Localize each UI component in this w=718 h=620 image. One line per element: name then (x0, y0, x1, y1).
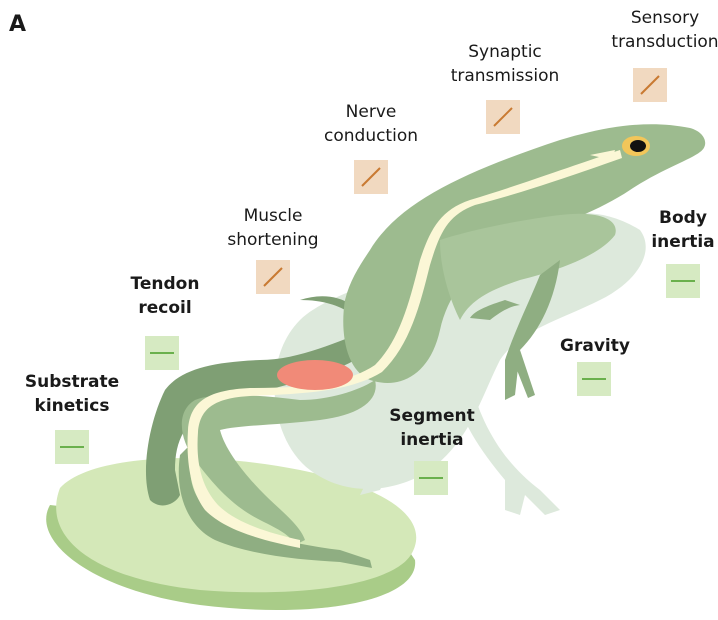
label-line: Muscle (227, 204, 318, 228)
label-segment-inertia: Segment inertia (389, 404, 474, 452)
label-line: kinetics (25, 394, 119, 418)
panel-letter: A (9, 12, 26, 37)
label-tendon-recoil: Tendon recoil (131, 272, 200, 320)
inertia-box-body (666, 264, 700, 298)
label-line: transmission (451, 64, 560, 88)
label-line: Synaptic (451, 40, 560, 64)
flat-line-icon (414, 461, 448, 495)
label-line: Substrate (25, 370, 119, 394)
label-line: inertia (389, 428, 474, 452)
inertia-box-substrate (55, 430, 89, 464)
flat-line-icon (666, 264, 700, 298)
delay-box-sensory (633, 68, 667, 102)
label-line: Tendon (131, 272, 200, 296)
diagonal-line-icon (633, 68, 667, 102)
label-line: Gravity (560, 334, 630, 358)
label-line: Segment (389, 404, 474, 428)
inertia-box-segment (414, 461, 448, 495)
flat-line-icon (55, 430, 89, 464)
inertia-box-gravity (577, 362, 611, 396)
label-gravity: Gravity (560, 334, 630, 358)
label-line: Sensory (611, 6, 718, 30)
label-substrate-kinetics: Substrate kinetics (25, 370, 119, 418)
delay-box-synaptic (486, 100, 520, 134)
label-line: transduction (611, 30, 718, 54)
label-muscle-shortening: Muscle shortening (227, 204, 318, 252)
label-line: recoil (131, 296, 200, 320)
delay-box-nerve (354, 160, 388, 194)
flat-line-icon (577, 362, 611, 396)
label-line: shortening (227, 228, 318, 252)
label-synaptic-transmission: Synaptic transmission (451, 40, 560, 88)
delay-box-muscle (256, 260, 290, 294)
diagonal-line-icon (354, 160, 388, 194)
frog-pupil (630, 140, 646, 152)
label-line: inertia (651, 230, 714, 254)
inertia-box-tendon (145, 336, 179, 370)
label-line: Body (651, 206, 714, 230)
muscle-highlight (277, 360, 353, 390)
diagonal-line-icon (256, 260, 290, 294)
label-line: Nerve (324, 100, 418, 124)
label-line: conduction (324, 124, 418, 148)
label-sensory-transduction: Sensory transduction (611, 6, 718, 54)
diagonal-line-icon (486, 100, 520, 134)
label-body-inertia: Body inertia (651, 206, 714, 254)
flat-line-icon (145, 336, 179, 370)
label-nerve-conduction: Nerve conduction (324, 100, 418, 148)
